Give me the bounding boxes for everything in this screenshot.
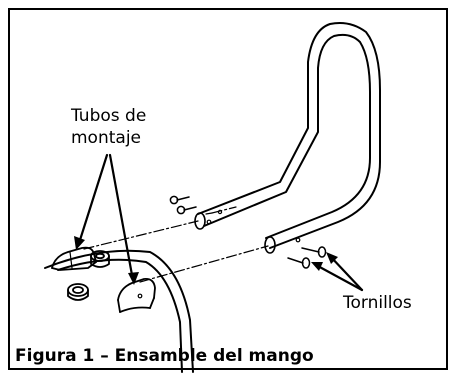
handle-left-end	[194, 212, 206, 230]
alignment-lines	[83, 206, 269, 283]
arrowhead-tubos-left	[74, 236, 85, 250]
right-mounting-tube	[117, 278, 156, 313]
handle-tube-inner	[203, 33, 371, 239]
right-screws	[287, 246, 327, 269]
handle-left-screw-hole	[206, 219, 212, 225]
callout-arrows-tubos	[78, 153, 134, 277]
handle-tube-outer	[197, 22, 381, 249]
callout-tubos-line2: montaje	[71, 128, 142, 148]
callout-arrows-tornillos	[314, 254, 364, 292]
left-screws	[169, 195, 197, 215]
handle-right-screw-hole	[295, 237, 301, 243]
tank-rim-outer	[44, 249, 194, 373]
callout-tubos-line1: Tubos de	[71, 106, 147, 126]
arrowhead-tornillos-lower	[311, 262, 323, 271]
tank-rim-inner	[57, 258, 183, 373]
figure-caption: Figura 1 – Ensamble del mango	[15, 346, 314, 366]
mounting-nut	[90, 250, 110, 268]
grommet	[67, 283, 89, 301]
arrowhead-tornillos-upper	[326, 252, 338, 264]
callout-tornillos: Tornillos	[343, 293, 412, 313]
arrowhead-tubos-right	[128, 272, 139, 285]
handle-right-end	[264, 236, 276, 254]
